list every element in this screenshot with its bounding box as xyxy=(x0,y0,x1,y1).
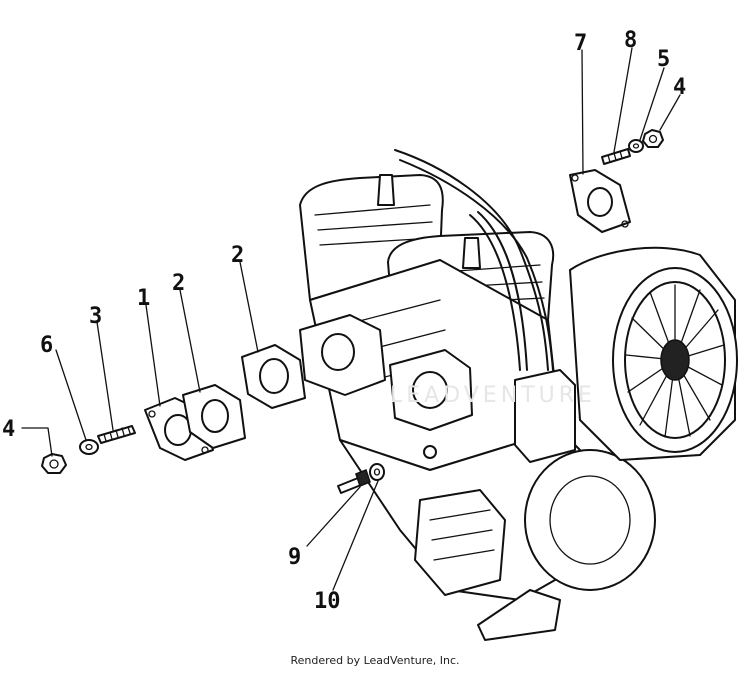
part-nut-upper xyxy=(642,129,664,148)
part-nut-left xyxy=(41,453,67,474)
part-washer xyxy=(79,439,99,455)
callout-3: 3 xyxy=(89,304,102,329)
part-gasket-small xyxy=(182,384,246,449)
callout-1: 1 xyxy=(137,286,150,311)
callout-9: 9 xyxy=(288,545,301,570)
part-washer-lower xyxy=(369,463,385,481)
watermark: LEADVENTURE xyxy=(390,383,596,408)
callout-4-upper: 4 xyxy=(673,75,686,100)
part-washer-upper xyxy=(628,139,644,153)
callout-10: 10 xyxy=(314,589,341,614)
part-gasket-large xyxy=(241,344,306,409)
part-stud xyxy=(97,425,136,444)
callout-6: 6 xyxy=(40,333,53,358)
part-screw xyxy=(337,469,371,494)
callout-4-left: 4 xyxy=(2,417,15,442)
leader-lines xyxy=(21,47,681,591)
callout-2-small: 2 xyxy=(172,271,185,296)
callout-5: 5 xyxy=(657,47,670,72)
part-flange-plate xyxy=(569,169,631,233)
footer-credit: Rendered by LeadVenture, Inc. xyxy=(290,654,460,667)
callout-7: 7 xyxy=(574,31,587,56)
engine-assembly xyxy=(299,149,738,641)
callout-8: 8 xyxy=(624,28,637,53)
callout-2-large: 2 xyxy=(231,243,244,268)
part-stud-upper xyxy=(601,148,631,165)
